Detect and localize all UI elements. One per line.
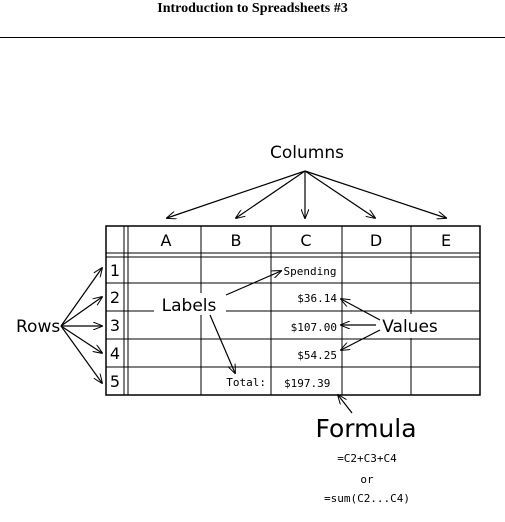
- cell-values: Spending $36.14 $107.00 $54.25 Total: $1…: [226, 265, 337, 390]
- row-arrow-2: [60, 297, 102, 327]
- formula-text: =C2+C3+C4 or =sum(C2...C4): [324, 452, 410, 505]
- column-arrow-d: [304, 170, 375, 218]
- column-header-c: C: [300, 231, 311, 250]
- formula-line-1: =C2+C3+C4: [337, 452, 397, 465]
- values-label: Values: [382, 317, 438, 337]
- column-arrow-b: [236, 170, 306, 218]
- column-arrow-e: [304, 170, 446, 218]
- cell-c3: $107.00: [291, 321, 337, 334]
- formula-line-2: or: [360, 473, 374, 486]
- row-header-4: 4: [110, 344, 120, 363]
- page-title: Introduction to Spreadsheets #3: [157, 1, 348, 16]
- row-arrows: [60, 268, 102, 383]
- cell-c5: $197.39: [284, 377, 330, 390]
- cell-b5: Total:: [226, 376, 266, 389]
- formula-arrow: [338, 395, 353, 414]
- header-rule: [0, 37, 505, 38]
- row-arrow-5: [60, 325, 102, 383]
- row-arrow-1: [60, 268, 102, 327]
- column-header-e: E: [441, 231, 451, 250]
- cell-c1: Spending: [284, 265, 337, 278]
- labels-label: Labels: [162, 296, 217, 316]
- row-arrow-4: [60, 325, 102, 353]
- columns-label: Columns: [270, 143, 344, 163]
- row-header-5: 5: [110, 372, 120, 391]
- row-header-1: 1: [110, 261, 120, 280]
- column-arrow-a: [167, 170, 306, 218]
- row-header-2: 2: [110, 288, 120, 307]
- column-headers: A B C D E: [161, 231, 452, 250]
- values-arrow-c4: [341, 329, 381, 350]
- row-header-3: 3: [110, 316, 120, 335]
- column-header-a: A: [161, 231, 172, 250]
- labels-arrow-total: [209, 314, 235, 373]
- column-header-d: D: [370, 231, 382, 250]
- labels-arrow-spending: [225, 271, 281, 296]
- values-arrows: [341, 299, 381, 350]
- formula-label: Formula: [315, 414, 416, 443]
- values-arrow-c2: [341, 299, 381, 321]
- column-arrows: [167, 170, 446, 218]
- formula-line-3: =sum(C2...C4): [324, 492, 410, 505]
- column-header-b: B: [231, 231, 242, 250]
- rows-label: Rows: [16, 317, 60, 337]
- labels-arrows: [209, 271, 281, 373]
- cell-c2: $36.14: [297, 292, 337, 305]
- row-headers: 1 2 3 4 5: [110, 261, 120, 391]
- cell-c4: $54.25: [297, 349, 337, 362]
